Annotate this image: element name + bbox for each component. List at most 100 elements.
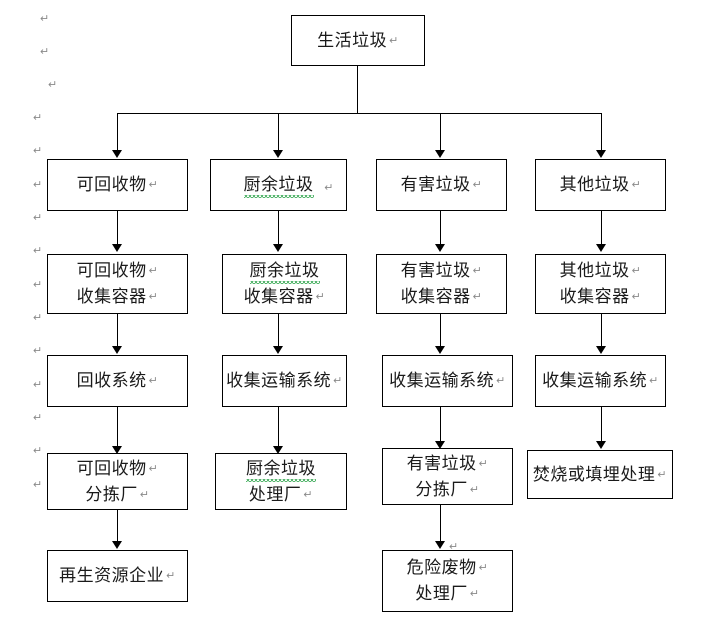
- connector-other-1-2: [601, 211, 602, 245]
- node-other-incineration-landfill[interactable]: 焚烧或填埋处理↵: [527, 450, 673, 499]
- node-recyclable-system[interactable]: 回收系统↵: [47, 355, 188, 407]
- node-label-line-2: 分拣厂↵: [85, 484, 150, 504]
- connector-bus-drop-other: [601, 113, 602, 151]
- connector-bus-drop-hazardous: [440, 113, 441, 151]
- node-label-line-1: 厨余垃圾: [246, 455, 316, 482]
- arrowhead-other-3-4: [596, 441, 606, 449]
- node-recyclable-category[interactable]: 可回收物↵: [47, 159, 188, 211]
- connector-kitchen-1-2: [278, 211, 279, 245]
- paragraph-mark: ↵: [33, 412, 43, 424]
- arrowhead-bus-other: [596, 150, 606, 158]
- node-label-line-1: 有害垃圾↵: [400, 261, 483, 280]
- connector-bus-drop-recyclable: [117, 113, 118, 151]
- paragraph-mark: ↵: [33, 345, 43, 357]
- arrowhead-recyclable-2-3: [112, 346, 122, 354]
- node-label-line-2: 收集容器↵: [76, 287, 159, 306]
- node-label-line-2: 收集容器↵: [559, 287, 642, 306]
- node-hazardous-system[interactable]: 收集运输系统↵: [382, 355, 513, 407]
- node-label-line-1: 可回收物↵: [76, 458, 159, 478]
- arrowhead-recyclable-1-2: [112, 244, 122, 252]
- node-other-system[interactable]: 收集运输系统↵: [535, 355, 666, 407]
- node-hazardous-category[interactable]: 有害垃圾↵: [376, 159, 507, 211]
- node-label: 厨余垃圾: [243, 172, 314, 198]
- node-root-household-waste[interactable]: 生活垃圾↵: [291, 15, 425, 66]
- paragraph-mark: ↵: [33, 145, 43, 157]
- arrowhead-other-1-2: [596, 244, 606, 252]
- arrowhead-hazardous-1-2: [435, 244, 445, 252]
- node-label: 收集运输系统↵: [389, 371, 506, 390]
- node-label-line-1: 危险废物↵: [406, 558, 489, 577]
- paragraph-mark: ↵: [33, 312, 43, 324]
- connector-hazardous-4-5: [440, 505, 441, 543]
- paragraph-mark: ↵: [33, 479, 43, 491]
- paragraph-mark: ↵: [33, 279, 43, 291]
- node-label: 再生资源企业↵: [59, 566, 176, 585]
- connector-kitchen-3-4: [278, 407, 279, 447]
- connector-recyclable-4-5: [117, 510, 118, 543]
- paragraph-mark: ↵: [40, 13, 50, 25]
- node-label: 可回收物↵: [76, 175, 159, 194]
- arrowhead-kitchen-3-4: [273, 446, 283, 454]
- node-label-line-2: 处理厂↵: [415, 584, 480, 603]
- arrowhead-bus-recyclable: [112, 150, 122, 158]
- paragraph-mark: ↵: [33, 379, 43, 391]
- node-label: 有害垃圾↵: [400, 175, 483, 194]
- node-kitchen-category[interactable]: 厨余垃圾 ↵: [210, 159, 347, 211]
- arrowhead-hazardous-2-3: [435, 346, 445, 354]
- connector-root-stem: [357, 66, 358, 114]
- node-kitchen-container[interactable]: 厨余垃圾 收集容器↵: [222, 254, 347, 314]
- connector-recyclable-3-4: [117, 407, 118, 447]
- arrowhead-other-2-3: [596, 346, 606, 354]
- node-recyclable-container[interactable]: 可回收物↵ 收集容器↵: [47, 254, 188, 314]
- node-label-line-2: 处理厂↵: [248, 484, 314, 504]
- paragraph-mark: ↵: [449, 541, 459, 553]
- node-kitchen-system[interactable]: 收集运输系统↵: [222, 355, 347, 407]
- node-label: 生活垃圾↵: [317, 30, 399, 50]
- connector-hazardous-1-2: [440, 211, 441, 245]
- connector-kitchen-2-3: [278, 314, 279, 347]
- paragraph-mark: ↵: [33, 245, 43, 257]
- arrowhead-recyclable-3-4: [112, 446, 122, 454]
- connector-other-3-4: [601, 407, 602, 442]
- connector-other-2-3: [601, 314, 602, 347]
- paragraph-mark: ↵: [324, 182, 334, 194]
- node-hazardous-container[interactable]: 有害垃圾↵ 收集容器↵: [376, 254, 507, 314]
- node-label-line-1: 厨余垃圾: [249, 258, 320, 284]
- arrowhead-recyclable-4-5: [112, 541, 122, 549]
- node-label: 焚烧或填埋处理↵: [532, 464, 668, 484]
- node-label-line-2: 收集容器↵: [243, 287, 326, 306]
- node-label-line-2: 收集容器↵: [400, 287, 483, 306]
- node-hazardous-sorting-plant[interactable]: 有害垃圾↵ 分拣厂↵: [382, 448, 513, 505]
- paragraph-mark: ↵: [48, 79, 58, 91]
- node-label: 收集运输系统↵: [542, 371, 659, 390]
- arrowhead-kitchen-1-2: [273, 244, 283, 252]
- node-label-line-1: 可回收物↵: [76, 261, 159, 280]
- node-recyclable-sorting-plant[interactable]: 可回收物↵ 分拣厂↵: [47, 453, 188, 510]
- arrowhead-hazardous-4-5: [435, 541, 445, 549]
- node-hazardous-waste-treatment-plant[interactable]: 危险废物↵ 处理厂↵: [382, 550, 513, 612]
- arrowhead-bus-hazardous: [435, 150, 445, 158]
- arrowhead-kitchen-2-3: [273, 346, 283, 354]
- paragraph-mark: ↵: [33, 179, 43, 191]
- node-label: 其他垃圾↵: [559, 175, 642, 194]
- node-kitchen-treatment-plant[interactable]: 厨余垃圾 处理厂↵: [215, 453, 347, 510]
- connector-bus: [117, 113, 601, 114]
- node-label: 回收系统↵: [76, 371, 159, 390]
- node-other-container[interactable]: 其他垃圾↵ 收集容器↵: [535, 254, 666, 314]
- node-label-line-1: 其他垃圾↵: [559, 261, 642, 280]
- arrowhead-bus-kitchen: [273, 150, 283, 158]
- connector-recyclable-1-2: [117, 211, 118, 245]
- node-label-line-2: 分拣厂↵: [415, 479, 480, 499]
- connector-recyclable-2-3: [117, 314, 118, 347]
- node-label-line-1: 有害垃圾↵: [406, 453, 489, 473]
- connector-hazardous-2-3: [440, 314, 441, 347]
- node-other-category[interactable]: 其他垃圾↵: [535, 159, 666, 211]
- paragraph-mark: ↵: [40, 46, 50, 58]
- connector-bus-drop-kitchen: [278, 113, 279, 151]
- node-recyclable-resource-enterprise[interactable]: 再生资源企业↵: [47, 550, 188, 602]
- paragraph-mark: ↵: [33, 112, 43, 124]
- paragraph-mark: ↵: [33, 212, 43, 224]
- connector-hazardous-3-4: [440, 407, 441, 442]
- arrowhead-hazardous-3-4: [435, 441, 445, 449]
